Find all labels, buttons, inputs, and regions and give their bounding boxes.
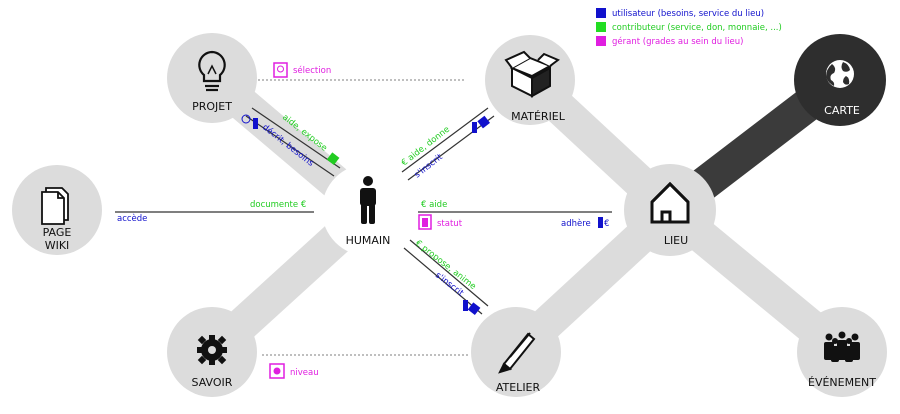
edge-niveau: niveau: [269, 363, 319, 379]
edge-selection: sélection: [273, 62, 331, 78]
person-blue-icon-3: [598, 217, 603, 228]
euro-blue-icon: €: [604, 219, 609, 229]
node-savoir[interactable]: SAVOIR: [167, 307, 257, 397]
person-blue-icon-4: [463, 300, 468, 311]
group-icon: [824, 331, 860, 362]
money-green-icon: [326, 152, 340, 166]
selection-bracket-icon: [273, 62, 288, 78]
node-atelier[interactable]: ATELIER: [471, 307, 561, 397]
node-savoir-label: SAVOIR: [192, 376, 233, 389]
speech-bubble-icon: [241, 114, 251, 124]
legend-swatch-contributor: [596, 22, 606, 32]
node-page-wiki[interactable]: PAGE WIKI: [12, 165, 102, 255]
node-projet-label: PROJET: [192, 100, 232, 113]
person-blue-icon: [253, 118, 258, 129]
node-carte[interactable]: CARTE: [794, 34, 886, 126]
node-evenement[interactable]: ÉVÉNEMENT: [797, 307, 887, 397]
person-magenta-icon: [422, 218, 428, 227]
relation-lines: [115, 79, 612, 356]
bulb-small-icon: [277, 65, 284, 73]
edge-label-adhere: adhère: [561, 218, 591, 229]
legend-manager: gérant (grades au sein du lieu): [612, 36, 743, 47]
pencil-icon: [498, 332, 536, 374]
gear-icon: [197, 335, 227, 365]
relation-humain-atelier-2: [403, 247, 483, 315]
box-icon: [504, 50, 560, 98]
money-blue-icon-2: [467, 302, 481, 316]
legend-contributor: contributeur (service, don, monnaie, ...…: [612, 23, 782, 33]
legend-swatch-user: [596, 8, 606, 18]
gear-small-icon: [273, 367, 281, 375]
person-blue-icon-2: [472, 122, 477, 133]
node-humain[interactable]: HUMAIN: [322, 164, 414, 256]
relation-projet-humain-green: [251, 107, 341, 169]
node-materiel[interactable]: MATÉRIEL: [485, 35, 575, 125]
relation-humain-atelier-1: [409, 239, 489, 307]
node-humain-label: HUMAIN: [346, 234, 391, 247]
house-icon: [650, 181, 690, 224]
edge-materiel-humain-labels: € aide, donne s'inscrit: [400, 115, 491, 180]
node-materiel-label: MATÉRIEL: [511, 110, 566, 123]
legend-user: utilisateur (besoins, service du lieu): [612, 9, 764, 19]
node-evenement-label: ÉVÉNEMENT: [808, 376, 876, 389]
edge-label-selection: sélection: [293, 65, 331, 76]
statut-bracket-icon: [418, 214, 432, 230]
edge-label-statut: statut: [437, 219, 463, 229]
relation-materiel-humain-2: [407, 115, 495, 181]
money-blue-icon: [477, 115, 491, 129]
edge-label-accede: accède: [117, 213, 147, 224]
document-icon: [41, 187, 69, 225]
node-projet[interactable]: PROJET: [167, 33, 257, 123]
globe-icon: [826, 60, 854, 88]
relation-materiel-humain-1: [401, 107, 489, 173]
node-atelier-label: ATELIER: [496, 381, 541, 394]
legend-swatch-manager: [596, 36, 606, 46]
edge-label-documente: documente €: [250, 200, 306, 210]
legend: utilisateur (besoins, service du lieu) c…: [596, 8, 782, 47]
node-lieu[interactable]: LIEU: [624, 164, 716, 256]
person-icon: [360, 176, 376, 224]
relation-projet-humain-blue: [245, 115, 335, 177]
node-lieu-label: LIEU: [664, 234, 688, 247]
node-page-wiki-label-2: WIKI: [45, 239, 70, 252]
edge-label-aide: € aide: [421, 200, 447, 210]
edge-label-niveau: niveau: [290, 368, 319, 378]
niveau-bracket-icon: [269, 363, 285, 379]
node-page-wiki-label-1: PAGE: [43, 226, 72, 239]
lightbulb-icon: [198, 50, 226, 92]
edge-wiki-humain-labels: documente € accède: [117, 200, 306, 224]
node-carte-label: CARTE: [824, 104, 860, 117]
edge-humain-lieu-labels: € aide statut adhère €: [418, 200, 609, 230]
